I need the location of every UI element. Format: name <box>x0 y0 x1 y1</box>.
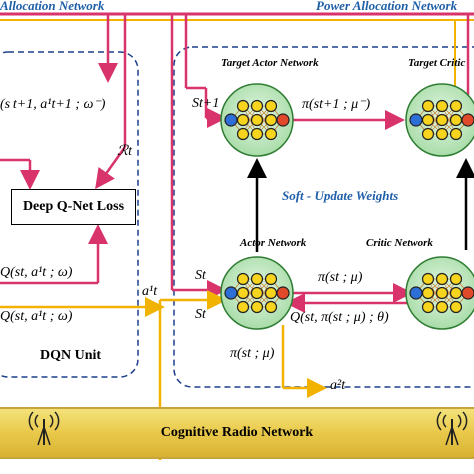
left-network-header: Allocation Network <box>0 0 105 13</box>
output-neuron <box>276 286 290 300</box>
hidden-neuron <box>449 300 463 314</box>
state-t-label-2: St <box>195 307 206 322</box>
hidden-neuron <box>236 127 250 141</box>
output-neuron <box>461 113 474 127</box>
hidden-neuron <box>421 113 435 127</box>
dqn-unit-border <box>0 51 139 378</box>
pi-output-label: π(st ; μ) <box>230 346 275 361</box>
target-actor-label: Target Actor Network <box>221 57 319 69</box>
hidden-neuron <box>250 113 264 127</box>
hidden-neuron <box>264 113 278 127</box>
actor-node <box>220 256 294 330</box>
q-target-label: (s t+1, a¹t+1 ; ω⁻) <box>0 97 106 112</box>
target-actor-node <box>220 83 294 157</box>
reward-label: ℛt <box>117 144 133 159</box>
ddpg-unit-border <box>173 46 474 388</box>
output-neuron <box>276 113 290 127</box>
target-critic-label: Target Critic <box>408 57 466 69</box>
hidden-neuron <box>449 99 463 113</box>
action-a1-label: a¹t <box>142 284 158 299</box>
target-critic-node <box>405 83 474 157</box>
hidden-neuron <box>250 272 264 286</box>
hidden-neuron <box>264 272 278 286</box>
hidden-neuron <box>421 127 435 141</box>
cognitive-radio-network-bar: Cognitive Radio Network <box>0 407 474 459</box>
hidden-neuron <box>435 113 449 127</box>
critic-node <box>405 256 474 330</box>
hidden-neuron <box>421 300 435 314</box>
input-neuron <box>224 286 238 300</box>
hidden-neuron <box>421 99 435 113</box>
action-a2-label: a²t <box>330 378 346 393</box>
hidden-neuron <box>435 99 449 113</box>
actor-label: Actor Network <box>240 237 307 249</box>
hidden-neuron <box>449 272 463 286</box>
hidden-neuron <box>435 286 449 300</box>
hidden-neuron <box>250 99 264 113</box>
hidden-neuron <box>435 127 449 141</box>
input-neuron <box>409 113 423 127</box>
hidden-neuron <box>449 286 463 300</box>
hidden-neuron <box>264 286 278 300</box>
hidden-neuron <box>449 113 463 127</box>
hidden-neuron <box>236 300 250 314</box>
critic-label: Critic Network <box>366 237 433 249</box>
radio-network-label: Cognitive Radio Network <box>160 425 314 440</box>
q-online-label: Q(st, a¹t ; ω) <box>0 265 73 280</box>
deep-q-net-loss-box: Deep Q-Net Loss <box>11 189 136 225</box>
input-neuron <box>409 286 423 300</box>
loss-box-label: Deep Q-Net Loss <box>22 199 125 214</box>
hidden-neuron <box>236 99 250 113</box>
hidden-neuron <box>250 286 264 300</box>
hidden-neuron <box>264 127 278 141</box>
hidden-neuron <box>264 300 278 314</box>
hidden-neuron <box>421 286 435 300</box>
pi-target-label: π(st+1 ; μ⁻) <box>302 97 371 112</box>
hidden-neuron <box>421 272 435 286</box>
right-network-header: Power Allocation Network <box>316 0 458 13</box>
hidden-neuron <box>236 113 250 127</box>
hidden-neuron <box>435 300 449 314</box>
soft-update-label: Soft - Update Weights <box>282 188 399 203</box>
input-neuron <box>224 113 238 127</box>
hidden-neuron <box>449 127 463 141</box>
output-neuron <box>461 286 474 300</box>
state-t-label: St <box>195 268 206 283</box>
hidden-neuron <box>236 286 250 300</box>
hidden-neuron <box>264 99 278 113</box>
q-online-label-2: Q(st, a¹t ; ω) <box>0 309 73 324</box>
dqn-unit-label: DQN Unit <box>40 348 102 363</box>
hidden-neuron <box>250 300 264 314</box>
q-critic-label: Q(st, π(st ; μ) ; θ) <box>290 310 389 325</box>
pi-actor-label: π(st ; μ) <box>318 270 363 285</box>
hidden-neuron <box>236 272 250 286</box>
hidden-neuron <box>435 272 449 286</box>
hidden-neuron <box>250 127 264 141</box>
state-next-label: St+1 <box>192 96 220 111</box>
